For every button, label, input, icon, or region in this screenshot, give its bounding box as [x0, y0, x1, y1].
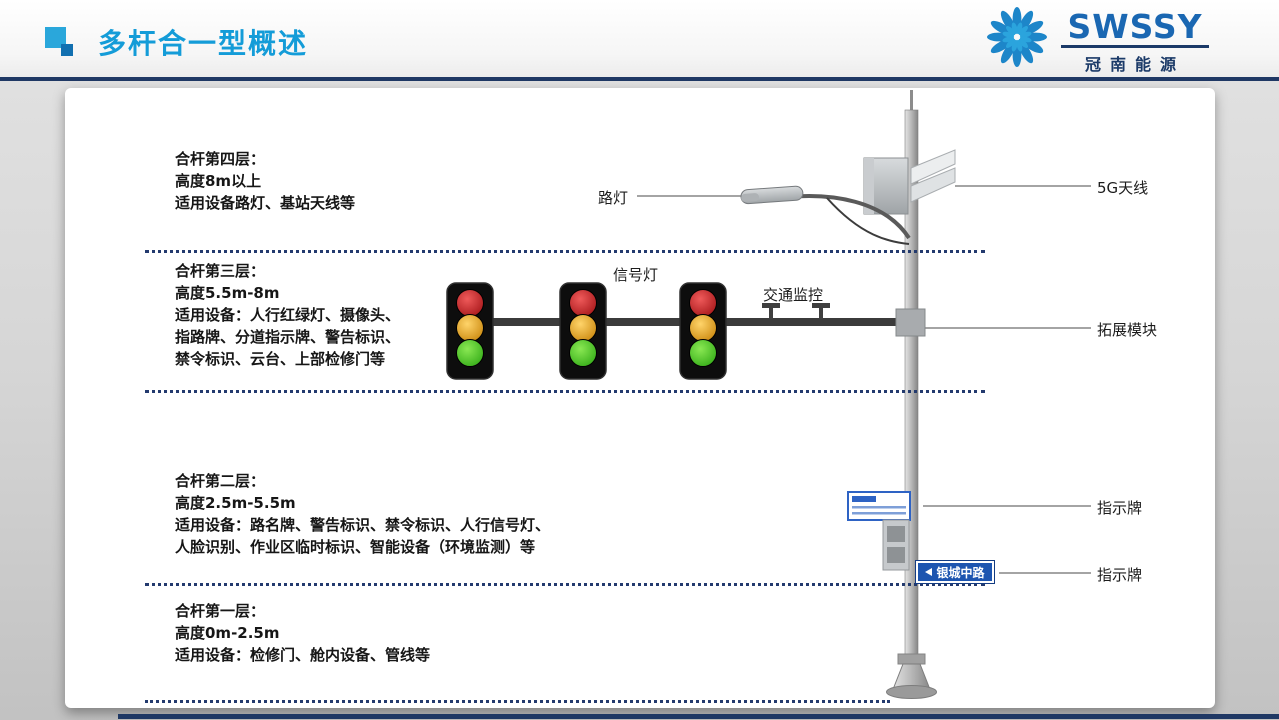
layer-3-title: 合杆第三层： [175, 262, 266, 280]
footer-divider [118, 714, 1279, 719]
layer-row: 适用设备：人行红绿灯、摄像头、 [175, 306, 401, 324]
layer-row: 适用设备：路名牌、警告标识、禁令标识、人行信号灯、 [175, 516, 551, 534]
layer-row: 适用设备路灯、基站天线等 [175, 194, 356, 212]
title-bullet-icon [45, 27, 66, 48]
equipment-box [882, 519, 910, 571]
layer-row: 高度0m-2.5m [175, 624, 280, 642]
street-light [740, 185, 911, 245]
layer-row: 指路牌、分道指示牌、警告标识、 [175, 328, 401, 346]
traffic-light-2 [559, 282, 607, 380]
sign-board-top [847, 491, 911, 521]
logo-company-text: 冠南能源 [1084, 55, 1185, 74]
sign-board-bottom-label: 指示牌 [1097, 566, 1143, 584]
street-name-sign: 银城中路 [915, 560, 995, 584]
antenna-5g-label: 5G天线 [1097, 179, 1149, 197]
layer-4-title: 合杆第四层： [175, 150, 266, 168]
layer-divider-3 [145, 583, 985, 586]
title-bullet-small-icon [61, 44, 73, 56]
layer-block-2: 合杆第二层： 高度2.5m-5.5m 适用设备：路名牌、警告标识、禁令标识、人行… [175, 470, 550, 558]
layer-block-4: 合杆第四层： 高度8m以上 适用设备路灯、基站天线等 [175, 148, 355, 214]
logo-burst-icon [987, 7, 1047, 67]
layer-row: 适用设备：检修门、舱内设备、管线等 [175, 646, 431, 664]
traffic-monitor-label: 交通监控 [763, 286, 824, 304]
company-logo: SWSSY 冠南能源 [983, 4, 1209, 75]
traffic-light-1 [446, 282, 494, 380]
layer-row: 高度5.5m-8m [175, 284, 280, 302]
layer-1-title: 合杆第一层： [175, 602, 266, 620]
street-sign-text: 银城中路 [936, 565, 985, 580]
sign-board-top-label: 指示牌 [1097, 499, 1143, 517]
logo-brand-text: SWSSY [1067, 7, 1203, 46]
layer-row: 高度8m以上 [175, 172, 262, 190]
page-title: 多杆合一型概述 [98, 27, 309, 60]
slide-header: 多杆合一型概述 [0, 0, 1279, 77]
layer-row: 高度2.5m-5.5m [175, 494, 296, 512]
layer-block-3: 合杆第三层： 高度5.5m-8m 适用设备：人行红绿灯、摄像头、 指路牌、分道指… [175, 260, 400, 370]
left-arrow-icon [925, 568, 933, 576]
layer-row: 禁令标识、云台、上部检修门等 [175, 350, 386, 368]
signal-light-label: 信号灯 [613, 266, 659, 284]
layer-row: 人脸识别、作业区临时标识、智能设备（环境监测）等 [175, 538, 536, 556]
logo-underline [1061, 45, 1209, 48]
layer-divider-4 [145, 700, 890, 703]
pole-diagram [446, 90, 1091, 699]
connector-lines [637, 185, 1091, 574]
logo-text: SWSSY 冠南能源 [1061, 10, 1209, 75]
header-divider [0, 77, 1279, 81]
content-panel: 合杆第四层： 高度8m以上 适用设备路灯、基站天线等 合杆第三层： 高度5.5m… [65, 88, 1215, 708]
layer-divider-1 [145, 250, 985, 253]
pole-base [886, 653, 937, 699]
layer-block-1: 合杆第一层： 高度0m-2.5m 适用设备：检修门、舱内设备、管线等 [175, 600, 430, 666]
traffic-light-3 [679, 282, 727, 380]
expansion-module-label: 拓展模块 [1097, 321, 1158, 339]
layer-2-title: 合杆第二层： [175, 472, 266, 490]
layer-divider-2 [145, 390, 985, 393]
street-light-label: 路灯 [598, 189, 629, 207]
traffic-camera-mounts [762, 303, 830, 319]
